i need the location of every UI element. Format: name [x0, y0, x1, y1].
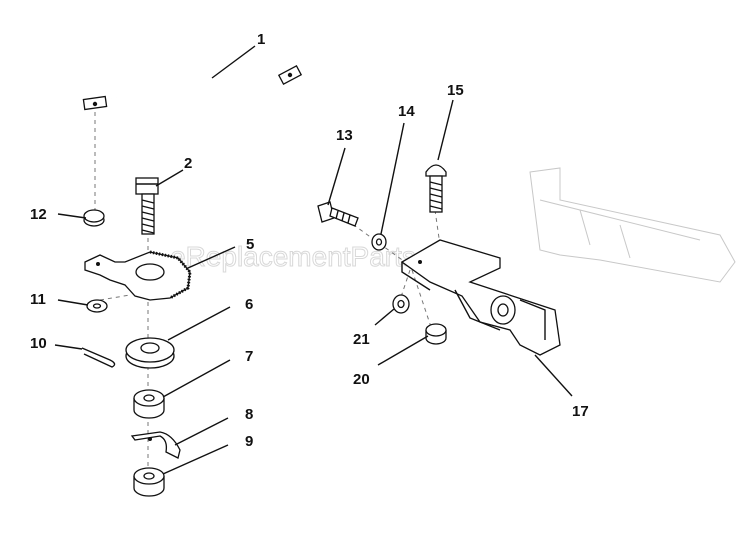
part-17-bracket: [400, 239, 561, 356]
callout-10: 10: [30, 335, 47, 352]
callout-8: 8: [245, 406, 253, 423]
part-14-washer: [371, 233, 387, 251]
callout-14: 14: [398, 103, 415, 120]
part-20-nut: [425, 323, 447, 345]
part-21-nut: [392, 294, 410, 314]
callout-1: 1: [257, 31, 265, 48]
callout-7: 7: [245, 348, 253, 365]
callout-9: 9: [245, 433, 253, 450]
callout-17: 17: [572, 403, 589, 420]
part-13-bolt: [317, 201, 359, 227]
part-1-lever-rod: [82, 65, 303, 132]
callout-5: 5: [246, 236, 254, 253]
callout-21: 21: [353, 331, 370, 348]
callout-11: 11: [30, 291, 46, 308]
callout-12: 12: [30, 206, 47, 223]
callout-numbers: 1 2 12 5 11 10 6 7 8 9 13 14 15 17 21 20: [30, 31, 589, 450]
part-15-carriage-bolt: [425, 164, 447, 213]
callout-13: 13: [336, 127, 353, 144]
ghost-frame: [529, 167, 736, 283]
part-11-washer: [86, 299, 108, 313]
callout-20: 20: [353, 371, 370, 388]
callout-15: 15: [447, 82, 464, 99]
callout-6: 6: [245, 296, 253, 313]
part-8-clip: [130, 431, 181, 459]
part-7-spacer: [133, 389, 165, 419]
part-10-cotter-pin: [81, 347, 116, 368]
callout-2: 2: [184, 155, 192, 172]
part-6-disc: [125, 337, 175, 369]
leader-lines: [54, 45, 573, 475]
part-9-nut: [133, 467, 165, 497]
part-12-nut: [83, 209, 105, 227]
part-2-bolt: [135, 177, 159, 235]
part-5-gear-segment: [84, 250, 192, 301]
